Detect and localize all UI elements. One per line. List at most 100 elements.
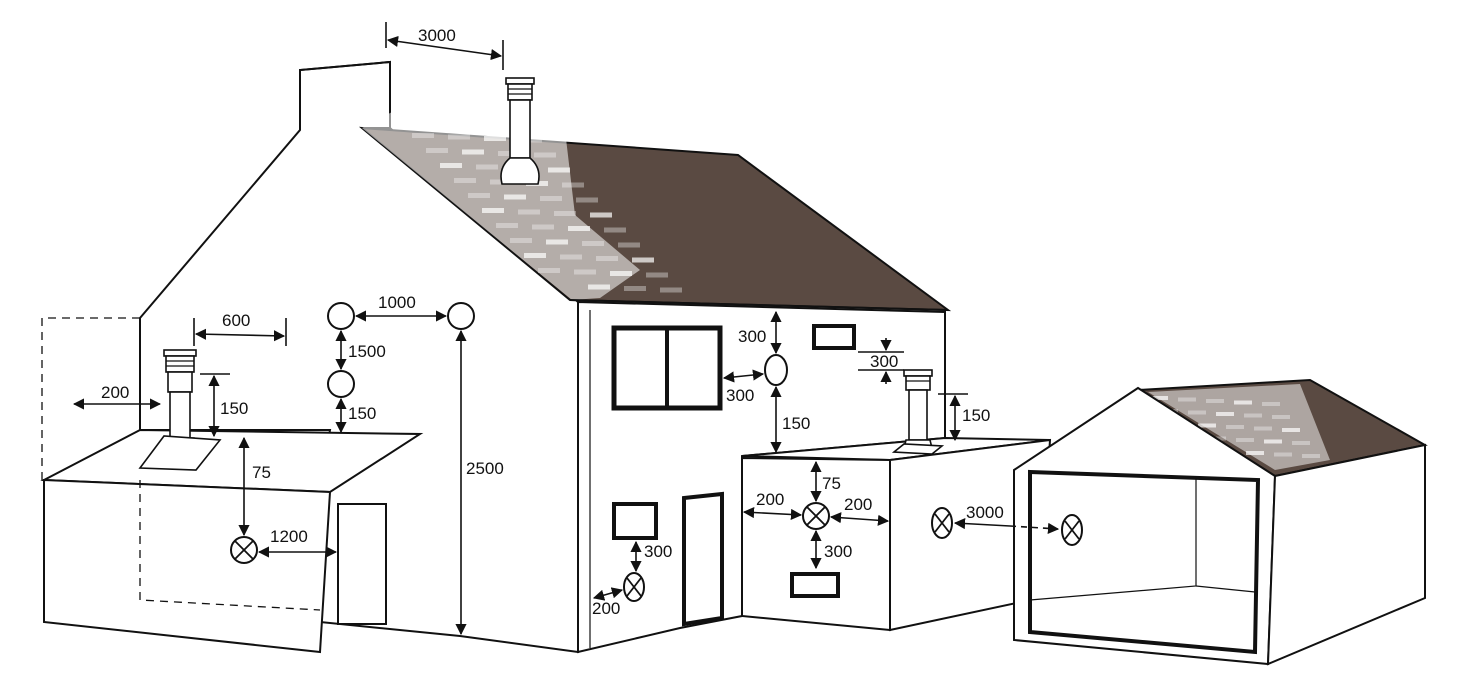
roof-tile <box>646 272 668 278</box>
roof-tile <box>412 133 434 138</box>
label-vent-offset: 300 <box>870 352 898 371</box>
roof-tile <box>454 178 476 183</box>
roof-tile <box>1236 438 1254 442</box>
side-door <box>337 503 387 625</box>
lower-small-window <box>612 502 658 540</box>
roof-tile <box>632 257 654 263</box>
label-terminal-roof: 150 <box>348 404 376 423</box>
roof-tile <box>1246 451 1264 455</box>
label-garage-gap: 3000 <box>966 503 1004 522</box>
roof-tile <box>476 164 498 170</box>
roof-tile <box>568 226 590 231</box>
garage-side <box>1266 443 1426 666</box>
roof-tile <box>610 271 632 276</box>
dim-ext-left <box>742 506 803 521</box>
terminal-open-mid <box>327 370 355 398</box>
roof-tile <box>588 284 610 290</box>
label-window-gap: 300 <box>726 386 754 405</box>
dim-garage-gap <box>953 517 1011 530</box>
roof-tile <box>496 223 518 228</box>
dim-corner-bottom <box>592 587 624 601</box>
terminal-open-top-left <box>327 302 355 330</box>
small-vent-window <box>812 324 856 350</box>
roof-tile <box>560 254 582 260</box>
fan-terminal-extension <box>802 502 830 530</box>
garage-roof-highlight <box>1148 384 1330 470</box>
label-gable-offset: 600 <box>222 311 250 330</box>
terminal-open-front <box>764 354 788 386</box>
roof-tile <box>510 238 532 243</box>
label-flue-height-left: 150 <box>220 399 248 418</box>
roof-tile <box>604 227 626 233</box>
roof-highlight <box>362 112 640 300</box>
label-eaves-gap: 300 <box>738 327 766 346</box>
roof-tile <box>468 193 490 198</box>
roof-tile <box>484 136 506 141</box>
roof-tile <box>596 256 618 261</box>
roof-tile <box>434 119 456 125</box>
roof-tile <box>1226 425 1244 429</box>
roof-tile <box>504 194 526 200</box>
fan-terminal-lower-front <box>623 572 645 602</box>
label-ext-right: 200 <box>844 495 872 514</box>
roof-tile <box>1244 413 1262 418</box>
roof-tile <box>462 149 484 155</box>
dim-gable-offset <box>194 328 286 342</box>
label-below-terminal: 150 <box>782 414 810 433</box>
roof-tile <box>1254 426 1272 431</box>
roof-tile <box>554 211 576 216</box>
label-window-below: 300 <box>644 542 672 561</box>
roof-tile <box>1188 410 1206 415</box>
roof-tile <box>1292 441 1310 445</box>
roof-eaves <box>569 299 949 311</box>
label-height-ground: 2500 <box>466 459 504 478</box>
roof-tile <box>534 152 556 158</box>
roof-tile <box>576 197 598 203</box>
boundary-dashed-lower <box>139 480 321 611</box>
roof-tile <box>582 241 604 246</box>
roof-tile <box>562 182 584 188</box>
label-ext-top: 75 <box>822 474 841 493</box>
roof-tile <box>1272 415 1290 419</box>
roof-tile <box>548 167 570 173</box>
label-ext-bottom: 300 <box>824 542 852 561</box>
roof-tile <box>426 148 448 153</box>
roof-tile <box>1262 402 1280 406</box>
dim-ridge-spacing <box>386 35 503 61</box>
dim-ext-right <box>829 512 890 526</box>
front-door <box>682 491 724 627</box>
roof-tile <box>1150 396 1168 400</box>
extension-small-window <box>790 572 840 598</box>
garage-interior-floor <box>1195 585 1256 593</box>
roof-tile <box>574 269 596 275</box>
roof-tile <box>1302 454 1320 458</box>
roof-tile <box>498 151 520 156</box>
roof-tile <box>440 163 462 168</box>
roof-tile <box>1264 439 1282 444</box>
roof-tile <box>448 134 470 140</box>
roof-tile <box>1198 423 1216 428</box>
roof-tile <box>590 212 612 218</box>
roof-tile <box>482 208 504 213</box>
roof-tile <box>1274 452 1292 457</box>
roof-tile <box>1282 428 1300 432</box>
roof-tile <box>660 287 682 293</box>
roof-tile <box>546 239 568 245</box>
label-terminal-horizontal: 1000 <box>378 293 416 312</box>
roof-tile <box>1178 397 1196 402</box>
label-door-gap: 1200 <box>270 527 308 546</box>
roof-tile <box>1234 400 1252 405</box>
garage-door-opening <box>1028 469 1261 655</box>
label-corner-bottom: 200 <box>592 599 620 618</box>
fan-terminal-garage <box>1061 514 1083 546</box>
label-terminal-vertical: 1500 <box>348 342 386 361</box>
label-flue-height-right: 150 <box>962 406 990 425</box>
roof-tile <box>470 121 492 126</box>
roof-tile <box>520 137 542 143</box>
label-75-left: 75 <box>252 463 271 482</box>
dim-window-gap <box>722 369 765 383</box>
terminal-open-top-right <box>447 302 475 330</box>
extension-flue-terminal <box>891 369 945 455</box>
